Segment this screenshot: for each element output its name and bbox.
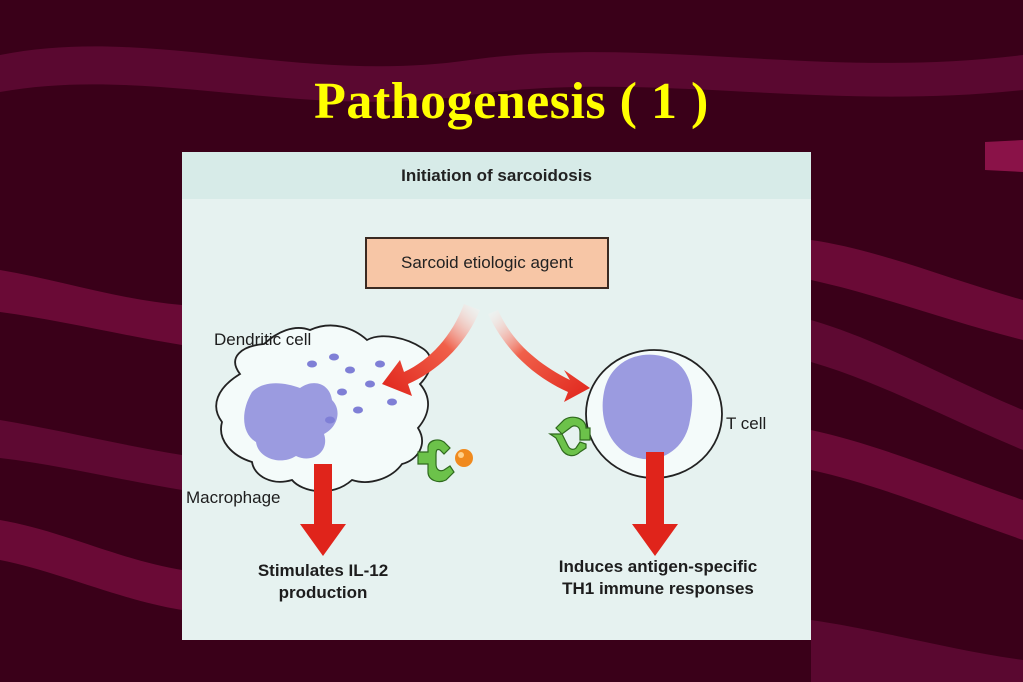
outcome-th1: Induces antigen-specific TH1 immune resp… — [528, 556, 788, 600]
label-macrophage: Macrophage — [186, 488, 281, 508]
outcome-il12-line1: Stimulates IL-12 — [228, 560, 418, 582]
slide-title: Pathogenesis ( 1 ) — [0, 72, 1023, 131]
arrow-to-t-cell — [488, 310, 590, 402]
outcome-il12: Stimulates IL-12 production — [228, 560, 418, 604]
macrophage-receptor-icon — [418, 440, 454, 482]
label-dendritic-cell: Dendritic cell — [214, 330, 311, 350]
outcome-il12-line2: production — [228, 582, 418, 604]
t-cell-receptor-icon — [550, 417, 590, 455]
t-cell-nucleus — [603, 355, 693, 460]
outcome-th1-line2: TH1 immune responses — [528, 578, 788, 600]
outcome-th1-line1: Induces antigen-specific — [528, 556, 788, 578]
antigen-icon — [455, 449, 473, 467]
diagram-figure: Initiation of sarcoidosis — [182, 152, 811, 640]
label-t-cell: T cell — [726, 414, 766, 434]
etiologic-agent-box: Sarcoid etiologic agent — [365, 237, 609, 289]
